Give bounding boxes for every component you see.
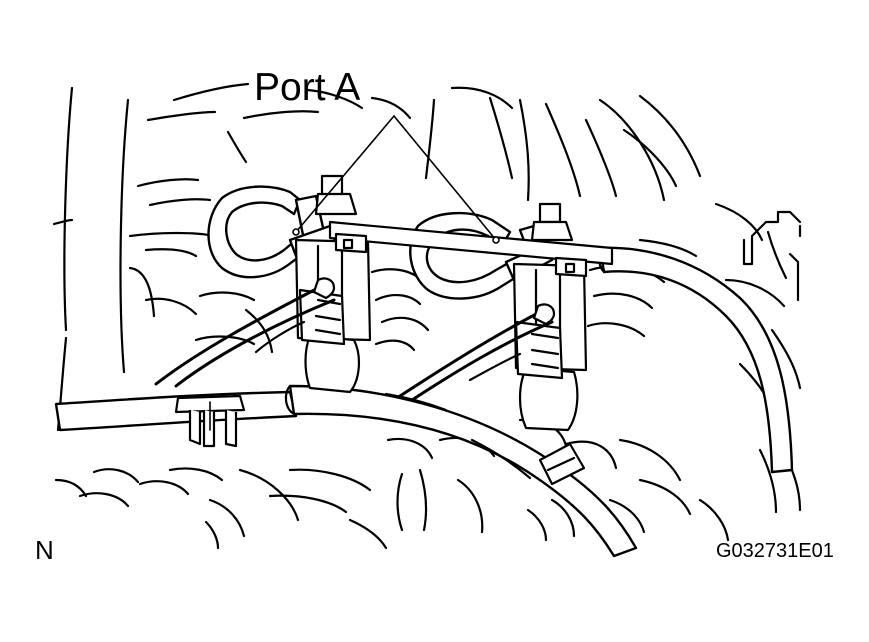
vsv-connector-wires — [154, 277, 556, 402]
engine-bay-background — [52, 82, 802, 550]
port-a-left-marker — [292, 228, 300, 236]
port-a-leader-lines — [292, 115, 500, 244]
figure-code: G032731E01 — [716, 540, 834, 562]
right-vacuum-hose — [598, 246, 794, 474]
right-vsv — [512, 202, 588, 432]
orientation-label: N — [35, 535, 54, 565]
leader-line-left-port — [295, 115, 395, 233]
port-a-callout-label: Port A — [254, 66, 361, 109]
port-a-right-marker — [492, 236, 500, 244]
connecting-pipe — [328, 220, 614, 266]
leader-line-right-port — [393, 115, 497, 241]
wiring-harness — [54, 384, 638, 558]
